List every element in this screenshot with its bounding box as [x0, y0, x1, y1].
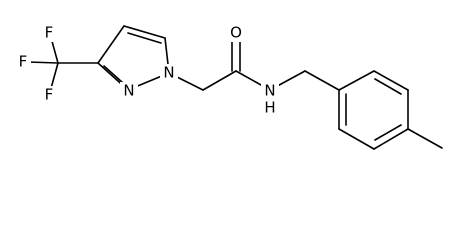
bond-c4-c5: [123, 25, 166, 39]
mask-f-top: [41, 24, 57, 42]
label-amide-nitrogen: N: [264, 82, 275, 100]
label-pyrazole-n2: N: [123, 82, 134, 100]
mask-amide-nh: [261, 82, 279, 116]
bond-ar4-methyl: [407, 128, 443, 149]
bond-c-f-left: [27, 61, 59, 64]
bond-c4-c5-double: [127, 32, 162, 44]
chemical-structure: F F F N N O N H: [15, 23, 443, 150]
label-pyrazole-n1: N: [163, 64, 174, 82]
bond-c3-c4: [97, 25, 125, 64]
bond-ch2-carbonyl: [202, 70, 237, 91]
bond-n2-c3-double: [103, 65, 124, 84]
label-carbonyl-oxygen: O: [230, 24, 242, 42]
atom-label-masks: [15, 24, 279, 116]
mask-f-left: [15, 53, 31, 71]
mask-carbonyl-oxygen: [227, 24, 245, 42]
bonds: [27, 25, 443, 150]
mask-f-bottom: [41, 86, 57, 104]
label-f-bottom: F: [45, 86, 54, 104]
bond-ar4-ar5-double: [374, 124, 402, 141]
mask-n-pyrazole-1: [160, 64, 178, 82]
mask-n-pyrazole-2: [120, 82, 138, 100]
label-f-top: F: [45, 24, 54, 42]
bond-ar1-ar2: [338, 70, 375, 91]
bond-ar2-ar3-double: [374, 78, 402, 95]
label-amide-hydrogen: H: [264, 99, 275, 117]
bond-ch2-aryl: [304, 70, 340, 91]
atom-labels: F F F N N O N H: [19, 24, 276, 117]
label-f-left: F: [19, 53, 28, 71]
bond-ar4-ar5: [373, 128, 409, 150]
bond-ar5-ar6: [338, 128, 375, 150]
bond-ar2-ar3: [373, 70, 409, 91]
